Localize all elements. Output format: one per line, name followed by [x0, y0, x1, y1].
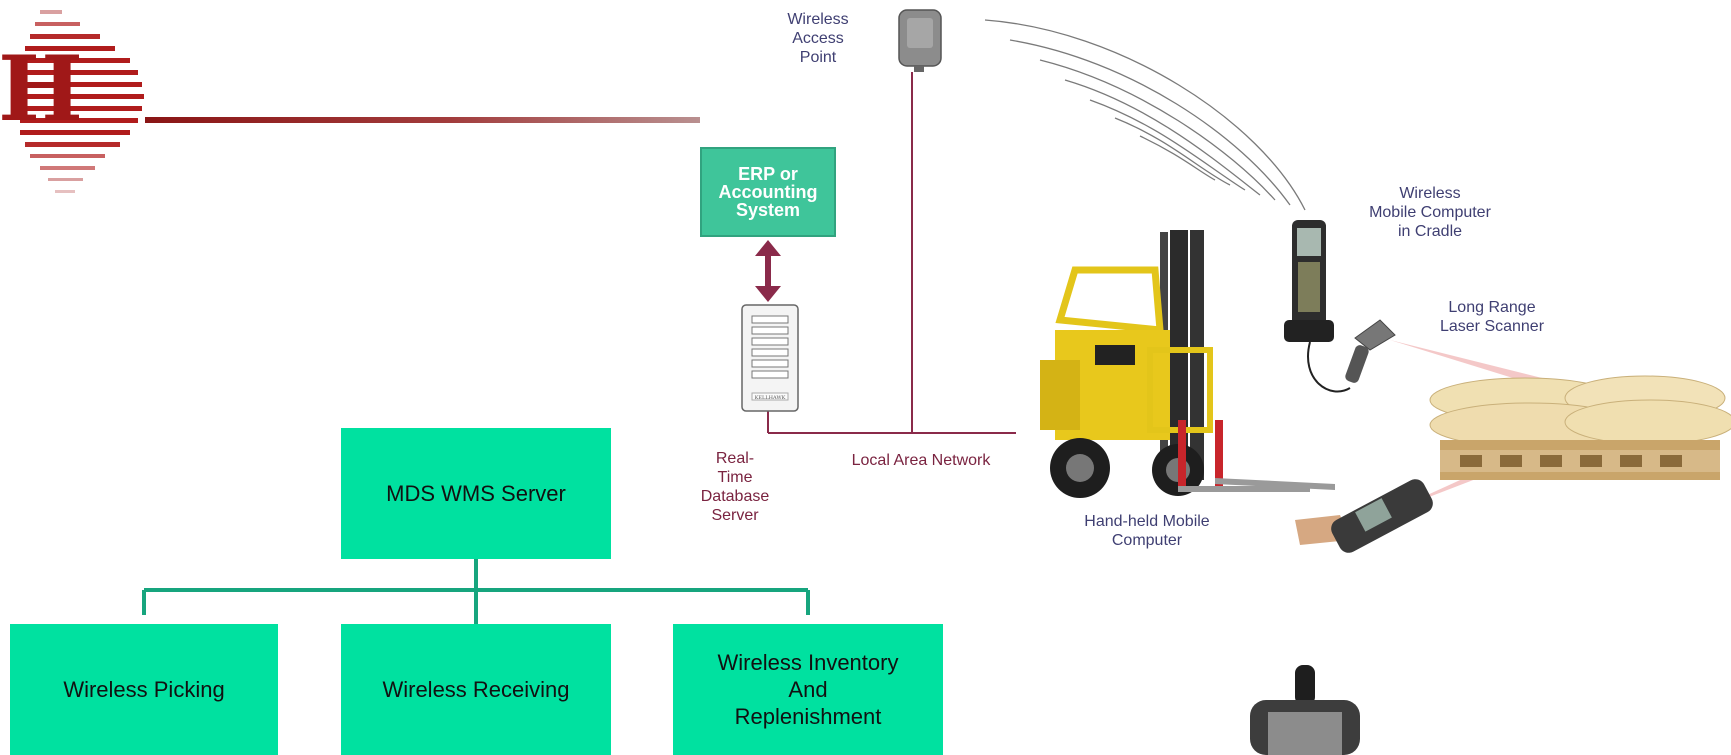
lan-label: Local Area Network — [851, 452, 991, 469]
handheld-computer-label: Hand-held Mobile Computer — [1084, 513, 1210, 549]
pallet-icon — [1429, 375, 1731, 480]
org-connectors — [142, 559, 810, 624]
handheld-computer-icon — [1295, 479, 1433, 553]
rugged-scanner-icon — [1250, 665, 1360, 755]
server-brand-label: KELLHAWK — [755, 395, 786, 401]
radio-waves — [984, 19, 1306, 211]
company-logo: H — [0, 10, 144, 193]
wireless-receiving-label: Wireless Receiving — [382, 677, 570, 702]
wms-server-label: MDS WMS Server — [386, 481, 566, 506]
lan-lines — [767, 72, 1016, 434]
wms-server-box: MDS WMS Server — [341, 428, 611, 559]
wireless-inventory-label: Wireless Inventory And Replenishment — [717, 650, 899, 729]
laser-scanner-icon — [1345, 319, 1396, 383]
cradle-computer-label: Wireless Mobile Computer in Cradle — [1369, 185, 1491, 240]
erp-server-arrow — [755, 240, 781, 302]
title-rule — [145, 117, 700, 123]
database-server-icon — [741, 304, 799, 412]
laser-scanner-label: Long Range Laser Scanner — [1439, 299, 1545, 335]
forklift-icon — [1040, 230, 1335, 498]
wireless-picking-box: Wireless Picking — [10, 624, 278, 755]
cradle-computer-icon — [1284, 220, 1351, 393]
wireless-inventory-box: Wireless Inventory And Replenishment — [673, 624, 943, 755]
access-point-label: Wireless Access Point — [787, 11, 849, 66]
logo-letterform: H — [0, 36, 83, 142]
erp-system-box: ERP or Accounting System — [700, 147, 836, 237]
wireless-picking-label: Wireless Picking — [63, 677, 225, 702]
access-point-icon — [898, 9, 942, 72]
logo-stripes — [20, 10, 144, 193]
wireless-receiving-box: Wireless Receiving — [341, 624, 611, 755]
database-server-label: Real-Time Database Server — [700, 450, 770, 524]
